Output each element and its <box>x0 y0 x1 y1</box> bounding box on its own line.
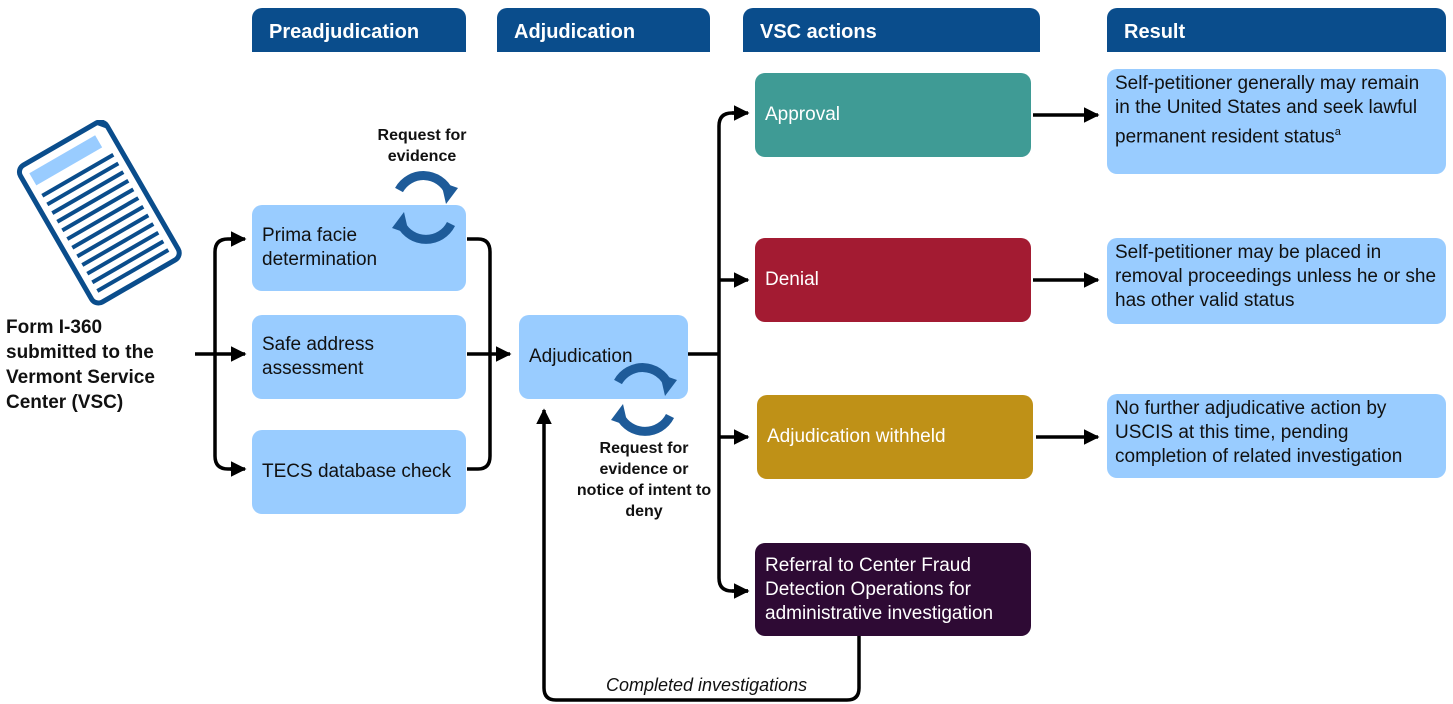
header-result: Result <box>1107 8 1446 52</box>
cycle-icon <box>611 363 677 436</box>
safe-address-box: Safe address assessment <box>252 315 466 399</box>
prima-facie-box: Prima facie determination <box>252 205 466 291</box>
rfe-label: Request for evidence <box>377 127 467 165</box>
referral-box: Referral to Center Fraud Detection Opera… <box>755 543 1031 636</box>
document-icon <box>16 120 182 306</box>
withheld-box: Adjudication withheld <box>757 395 1033 479</box>
denial-result-box: Self-petitioner may be placed in removal… <box>1107 238 1446 324</box>
adjudication-box: Adjudication <box>519 315 688 399</box>
approval-result-box: Self-petitioner generally may remain in … <box>1107 69 1446 174</box>
header-preadjudication: Preadjudication <box>252 8 466 52</box>
cycle-icon <box>392 171 458 244</box>
header-vsc-actions: VSC actions <box>743 8 1040 52</box>
rfe-noid-label: Request for evidence or notice of intent… <box>576 440 712 520</box>
approval-result-text: Self-petitioner generally may remain in … <box>1115 73 1420 148</box>
approval-box: Approval <box>755 73 1031 157</box>
completed-investigations-label: Completed investigations <box>606 675 808 695</box>
header-adjudication: Adjudication <box>497 8 710 52</box>
tecs-check-box: TECS database check <box>252 430 466 514</box>
withheld-result-box: No further adjudicative action by USCIS … <box>1107 394 1446 478</box>
form-label: Form I-360 submitted to the Vermont Serv… <box>6 317 155 413</box>
footnote-marker: a <box>1334 126 1341 138</box>
denial-box: Denial <box>755 238 1031 322</box>
